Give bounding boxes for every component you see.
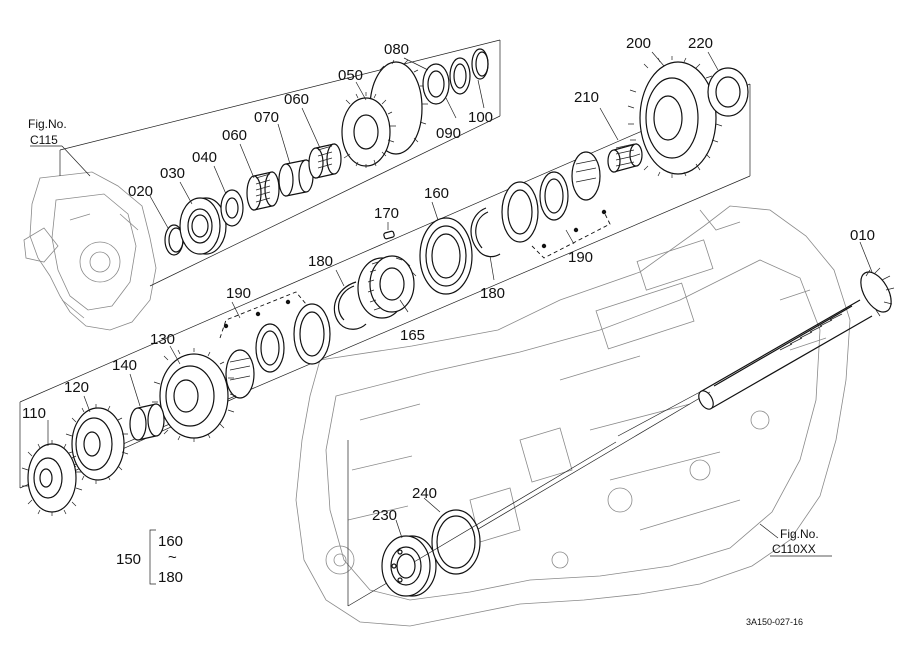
needle-bearing-060-right [308, 143, 342, 179]
main-shaft-010 [617, 267, 895, 437]
gear-050 [341, 59, 428, 168]
fig-ref-c110xx-title: Fig.No. [780, 527, 819, 541]
label-220: 220 [688, 35, 713, 52]
label-180-right: 180 [480, 285, 505, 302]
label-190-left: 190 [226, 285, 251, 302]
bracket-190-left [219, 291, 307, 339]
label-210: 210 [574, 89, 599, 106]
label-010: 010 [850, 227, 875, 244]
fig-ref-c115-title: Fig.No. [28, 117, 67, 131]
drawing-code: 3A150-027-16 [746, 617, 803, 627]
washer-090 [449, 57, 471, 95]
label-180-left: 180 [308, 253, 333, 270]
spring-keys-190-right [541, 151, 607, 249]
label-190-right: 190 [568, 249, 593, 266]
label-060-left: 060 [222, 127, 247, 144]
group-150-to: 180 [158, 569, 183, 586]
circlip-180-left [333, 281, 367, 330]
label-165: 165 [400, 327, 425, 344]
label-040: 040 [192, 149, 217, 166]
needle-bearing-210 [607, 143, 643, 173]
group-150-label: 150 [116, 551, 141, 568]
circlip-100 [471, 48, 489, 80]
label-240: 240 [412, 485, 437, 502]
label-050: 050 [338, 67, 363, 84]
label-200: 200 [626, 35, 651, 52]
group-150-tilde: ~ [168, 549, 177, 566]
gear-120 [65, 404, 129, 484]
label-060-right: 060 [284, 91, 309, 108]
label-020: 020 [128, 183, 153, 200]
synchro-ring-left [255, 303, 331, 373]
part-labels: 010 020 030 040 060 070 060 050 080 090 … [22, 35, 875, 524]
bearing-230 [381, 535, 437, 597]
label-090: 090 [436, 125, 461, 142]
fig-ref-c115: Fig.No. C115 [28, 117, 67, 147]
bracket-190-right [531, 211, 611, 259]
leader-lines [30, 51, 873, 557]
label-030: 030 [160, 165, 185, 182]
bearing-030 [179, 197, 227, 255]
label-110: 110 [22, 405, 46, 422]
washer-220 [707, 67, 749, 117]
group-150-note: 150 160 ~ 180 [116, 529, 183, 586]
label-230: 230 [372, 507, 397, 524]
label-100: 100 [468, 109, 493, 126]
c115-housing-outline [23, 171, 157, 331]
label-140: 140 [112, 357, 137, 374]
sleeve-160 [419, 217, 473, 295]
fig-ref-c110xx: Fig.No. C110XX [772, 527, 819, 556]
washer-040 [220, 189, 244, 227]
hub-165 [357, 255, 417, 319]
label-070: 070 [254, 109, 279, 126]
label-130: 130 [150, 331, 175, 348]
gear-110 [21, 440, 83, 516]
fig-ref-c115-code: C115 [30, 133, 58, 147]
collar-070 [278, 159, 314, 197]
washer-080 [422, 63, 450, 105]
label-160: 160 [424, 185, 449, 202]
synchro-ring-right [501, 171, 569, 243]
label-080: 080 [384, 41, 409, 58]
label-170: 170 [374, 205, 399, 222]
group-150-from: 160 [158, 533, 183, 550]
seal-240 [431, 509, 481, 575]
needle-bearing-140 [129, 403, 165, 441]
needle-bearing-060-left [246, 171, 280, 211]
spring-keys-190-left [223, 299, 291, 399]
circlip-180-right [470, 207, 501, 258]
gear-200 [627, 56, 723, 178]
fig-ref-c110xx-code: C110XX [772, 542, 816, 556]
gear-130 [152, 348, 237, 442]
label-120: 120 [64, 379, 89, 396]
key-170 [383, 230, 395, 240]
